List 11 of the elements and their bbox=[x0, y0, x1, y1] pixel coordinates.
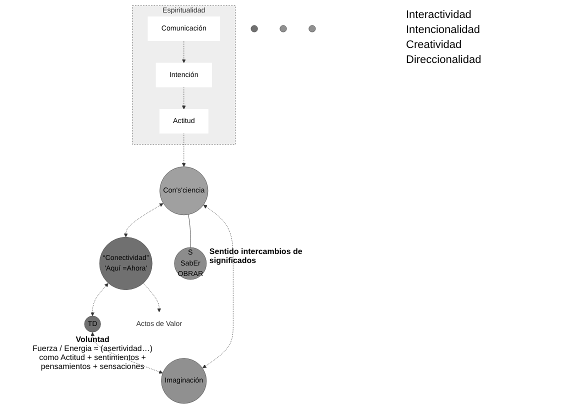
concept-label: Interactividad bbox=[406, 9, 472, 21]
node-caption: Fuerza / Energia ≈ (asertividad…) como Actitud + sentimientos + pensamientos + sensaciones bbox=[32, 344, 154, 372]
node-circle bbox=[308, 25, 316, 32]
concept-label: Intencionalidad bbox=[406, 24, 482, 36]
connector bbox=[188, 214, 191, 248]
concept-label: Creatividad bbox=[406, 39, 463, 51]
node-caption: Sentido intercambios de significados bbox=[209, 247, 304, 266]
node-circle bbox=[250, 25, 258, 32]
node-circle bbox=[280, 25, 287, 32]
concept-label: Direccionalidad bbox=[406, 54, 482, 66]
node-caption: Voluntad bbox=[74, 335, 110, 344]
